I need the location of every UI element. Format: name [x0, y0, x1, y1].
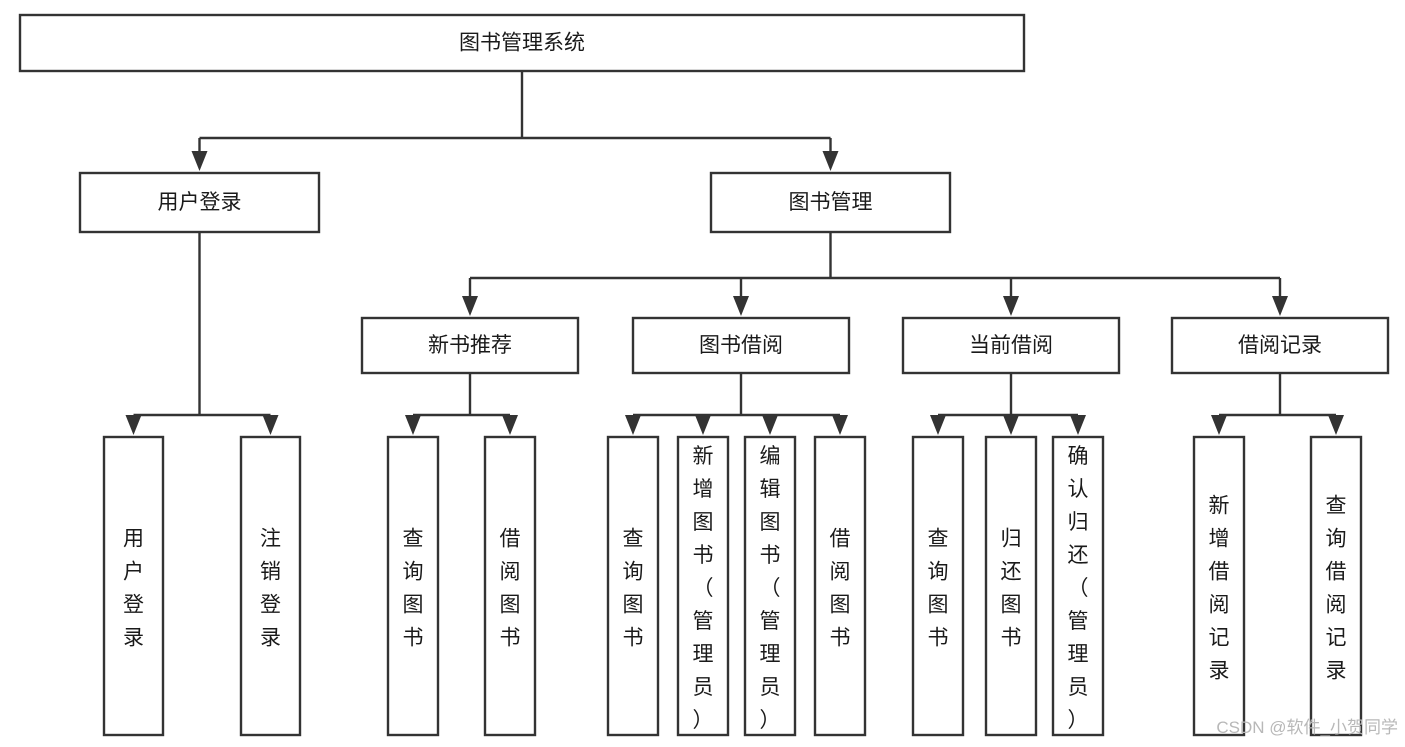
arrow-head-icon — [1003, 296, 1019, 316]
node-book-manage[interactable]: 图书管理 — [709, 171, 952, 234]
node-label-return-book: 归还图书 — [1001, 528, 1022, 650]
node-box-borrow-book-2 — [813, 435, 867, 737]
node-box-query-borrow-record — [1309, 435, 1363, 737]
node-label-query-borrow-record: 查询借阅记录 — [1326, 495, 1347, 683]
node-box-book-manage — [709, 171, 952, 234]
node-label-borrow-record: 借阅记录 — [1238, 334, 1322, 357]
arrow-head-icon — [462, 296, 478, 316]
node-query-book-3[interactable]: 查询图书 — [911, 435, 965, 737]
node-box-add-book-admin — [676, 435, 730, 737]
arrow-head-icon — [733, 296, 749, 316]
node-label-query-book-3: 查询图书 — [928, 528, 949, 650]
node-label-user-login: 用户登录 — [158, 191, 242, 214]
node-label-borrow-book-1: 借阅图书 — [500, 528, 521, 650]
node-label-add-book-admin: 新增图书（管理员） — [693, 445, 714, 732]
node-box-user-login — [78, 171, 321, 234]
node-confirm-return-admin[interactable]: 确认归还（管理员） — [1051, 435, 1105, 737]
arrow-head-icon — [1211, 415, 1227, 435]
arrow-head-icon — [930, 415, 946, 435]
node-current-borrow[interactable]: 当前借阅 — [901, 316, 1121, 375]
arrow-head-icon — [191, 151, 208, 171]
arrow-head-icon — [1328, 415, 1344, 435]
node-box-borrow-record — [1170, 316, 1390, 375]
node-query-borrow-record[interactable]: 查询借阅记录 — [1309, 435, 1363, 737]
connector-lines-layer — [125, 71, 1344, 435]
node-add-borrow-record[interactable]: 新增借阅记录 — [1192, 435, 1246, 737]
node-query-book-1[interactable]: 查询图书 — [386, 435, 440, 737]
arrow-head-icon — [822, 151, 839, 171]
node-box-edit-book-admin — [743, 435, 797, 737]
arrow-head-icon — [762, 415, 778, 435]
node-label-book-borrow: 图书借阅 — [699, 334, 783, 357]
node-user-login[interactable]: 用户登录 — [78, 171, 321, 234]
node-add-book-admin[interactable]: 新增图书（管理员） — [676, 435, 730, 737]
node-label-query-book-2: 查询图书 — [623, 528, 644, 650]
arrow-head-icon — [502, 415, 518, 435]
node-box-borrow-book-1 — [483, 435, 537, 737]
node-box-query-book-3 — [911, 435, 965, 737]
node-box-root — [18, 13, 1026, 73]
arrow-head-icon — [1003, 415, 1019, 435]
node-return-book[interactable]: 归还图书 — [984, 435, 1038, 737]
watermark-label: CSDN @软件_小贺同学 — [1216, 718, 1398, 737]
node-borrow-record[interactable]: 借阅记录 — [1170, 316, 1390, 375]
node-box-user-logout — [239, 435, 302, 737]
node-label-new-book-recommend: 新书推荐 — [428, 334, 512, 357]
node-label-add-borrow-record: 新增借阅记录 — [1209, 495, 1230, 683]
node-label-query-book-1: 查询图书 — [403, 528, 424, 650]
node-box-return-book — [984, 435, 1038, 737]
node-box-query-book-2 — [606, 435, 660, 737]
node-label-root: 图书管理系统 — [459, 32, 585, 55]
node-borrow-book-2[interactable]: 借阅图书 — [813, 435, 867, 737]
node-edit-book-admin[interactable]: 编辑图书（管理员） — [743, 435, 797, 737]
node-label-edit-book-admin: 编辑图书（管理员） — [760, 445, 781, 732]
node-box-user-login-do — [102, 435, 165, 737]
arrow-head-icon — [1070, 415, 1086, 435]
node-user-logout[interactable]: 注销登录 — [239, 435, 302, 737]
node-box-new-book-recommend — [360, 316, 580, 375]
arrow-head-icon — [695, 415, 711, 435]
node-label-borrow-book-2: 借阅图书 — [830, 528, 851, 650]
arrow-head-icon — [1272, 296, 1288, 316]
arrow-head-icon — [625, 415, 641, 435]
node-query-book-2[interactable]: 查询图书 — [606, 435, 660, 737]
node-boxes-layer: 图书管理系统用户登录用户登录注销登录图书管理新书推荐查询图书借阅图书图书借阅查询… — [18, 13, 1390, 737]
node-user-login-do[interactable]: 用户登录 — [102, 435, 165, 737]
node-label-user-login-do: 用户登录 — [123, 528, 144, 650]
node-book-borrow[interactable]: 图书借阅 — [631, 316, 851, 375]
node-root[interactable]: 图书管理系统 — [18, 13, 1026, 73]
node-label-current-borrow: 当前借阅 — [969, 334, 1053, 357]
node-box-confirm-return-admin — [1051, 435, 1105, 737]
node-box-add-borrow-record — [1192, 435, 1246, 737]
arrow-head-icon — [832, 415, 848, 435]
node-borrow-book-1[interactable]: 借阅图书 — [483, 435, 537, 737]
node-label-user-logout: 注销登录 — [260, 528, 281, 650]
arrow-head-icon — [262, 415, 279, 435]
node-label-confirm-return-admin: 确认归还（管理员） — [1068, 445, 1089, 732]
arrow-head-icon — [405, 415, 421, 435]
node-box-query-book-1 — [386, 435, 440, 737]
node-new-book-recommend[interactable]: 新书推荐 — [360, 316, 580, 375]
node-box-book-borrow — [631, 316, 851, 375]
arrow-head-icon — [125, 415, 142, 435]
node-box-current-borrow — [901, 316, 1121, 375]
node-label-book-manage: 图书管理 — [789, 191, 873, 214]
